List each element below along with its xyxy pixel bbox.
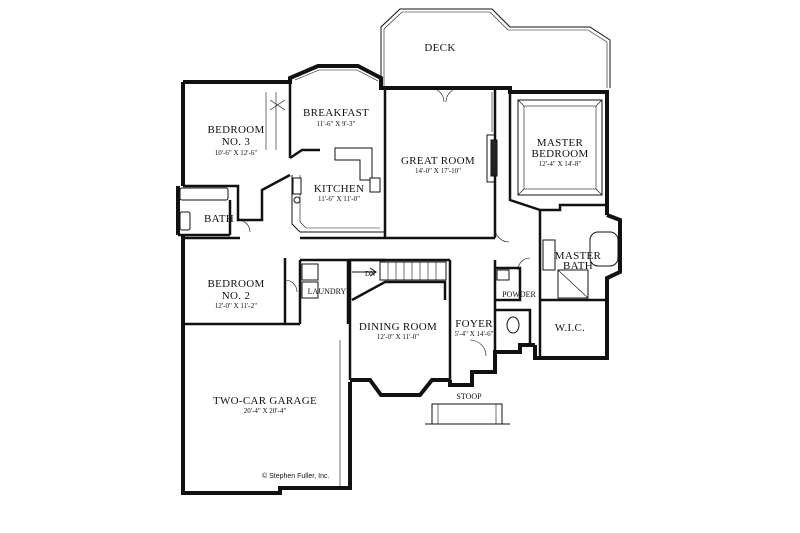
exterior-walls: [176, 64, 622, 495]
wic-label: W.I.C.: [555, 322, 585, 334]
dining-room-label: DINING ROOM: [359, 321, 437, 333]
stairs: [352, 261, 447, 281]
master-bath-label-2: BATH: [563, 260, 593, 272]
garage-label: TWO-CAR GARAGE: [213, 395, 317, 407]
kitchen-label: KITCHEN: [314, 183, 364, 195]
master-bedroom-dims: 12'-4" X 14'-8": [539, 160, 582, 168]
kitchen-dims: 11'-6" X 11'-0": [318, 195, 360, 203]
master-bedroom-label-2: BEDROOM: [531, 148, 588, 160]
breakfast-dims: 11'-6" X 9'-3": [317, 120, 356, 128]
great-room-label: GREAT ROOM: [401, 155, 475, 167]
bedroom3-label-2: NO. 3: [222, 136, 251, 148]
bath-label: BATH: [204, 213, 234, 225]
interior-walls: [178, 82, 607, 380]
master-bath-label-1: MASTER: [555, 250, 602, 262]
deck-label: DECK: [424, 42, 455, 54]
bedroom3-dims: 10'-6" X 12'-6": [215, 149, 258, 157]
powder-label: POWDER: [502, 290, 536, 299]
garage-dims: 20'-4" X 20'-4": [244, 407, 287, 415]
bedroom2-label-1: BEDROOM: [207, 278, 264, 290]
copyright-text: © Stephen Fuller, Inc.: [262, 472, 329, 480]
great-room-dims: 14'-0" X 17'-10": [415, 167, 461, 175]
fixtures: [179, 69, 619, 490]
foyer-label: FOYER: [455, 318, 493, 330]
stairs-down-label: DN: [365, 270, 375, 278]
breakfast-label: BREAKFAST: [303, 107, 369, 119]
room-labels: DECK BREAKFAST 11'-6" X 9'-3" BEDROOM NO…: [204, 42, 602, 415]
deck: [380, 8, 611, 88]
bedroom2-dims: 12'-0" X 11'-2": [215, 302, 257, 310]
foyer-dims: 5'-4" X 14'-6": [455, 330, 494, 338]
dining-room-dims: 12'-0" X 11'-0": [377, 333, 419, 341]
bedroom3-label-1: BEDROOM: [207, 124, 264, 136]
stoop-label: STOOP: [456, 392, 482, 401]
master-bedroom-label-1: MASTER: [537, 137, 584, 149]
laundry-label: LAUNDRY: [308, 287, 347, 296]
bedroom2-label-2: NO. 2: [222, 290, 250, 302]
stoop-steps: [425, 403, 510, 425]
